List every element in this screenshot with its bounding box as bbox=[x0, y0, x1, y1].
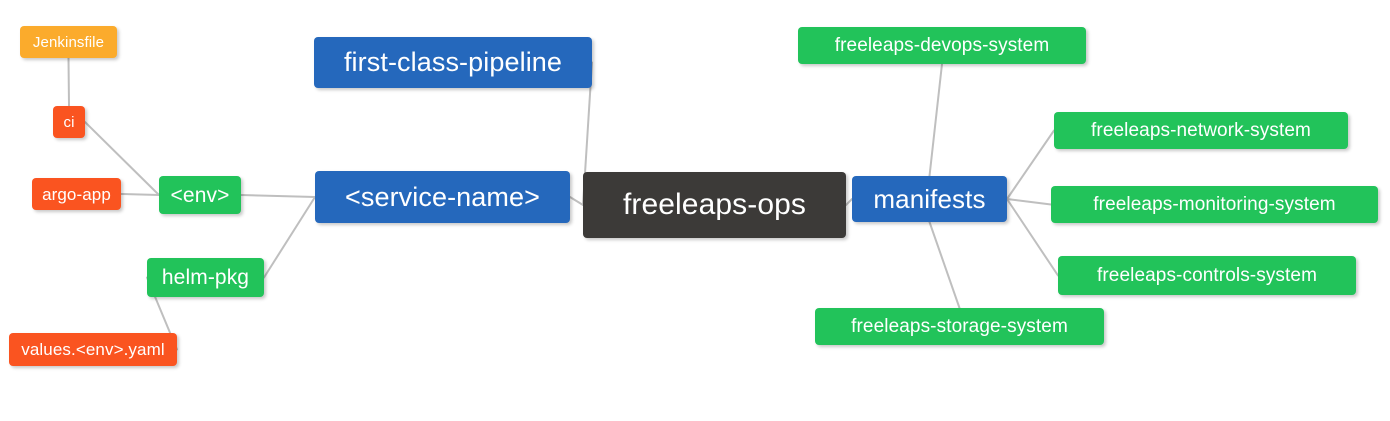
mindmap-edge-env-to-argoapp bbox=[120, 193, 160, 196]
mindmap-node-storage[interactable]: freeleaps-storage-system bbox=[815, 308, 1104, 345]
mindmap-edge-root-to-service bbox=[569, 196, 584, 206]
mindmap-edge-ci-to-jenkinsfile bbox=[67, 57, 70, 107]
mindmap-node-root[interactable]: freeleaps-ops bbox=[583, 172, 846, 238]
mindmap-node-pipeline[interactable]: first-class-pipeline bbox=[314, 37, 592, 88]
mindmap-edge-service-to-helm bbox=[263, 196, 316, 279]
mindmap-node-network[interactable]: freeleaps-network-system bbox=[1054, 112, 1348, 149]
mindmap-node-monitoring[interactable]: freeleaps-monitoring-system bbox=[1051, 186, 1378, 223]
mindmap-node-service[interactable]: <service-name> bbox=[315, 171, 570, 223]
mindmap-node-devops[interactable]: freeleaps-devops-system bbox=[798, 27, 1086, 64]
mindmap-edge-manifests-to-devops bbox=[928, 63, 943, 177]
mindmap-node-ci[interactable]: ci bbox=[53, 106, 85, 138]
mindmap-edge-manifests-to-storage bbox=[928, 221, 961, 309]
mindmap-edge-manifests-to-network bbox=[1006, 129, 1055, 200]
mindmap-node-helm[interactable]: helm-pkg bbox=[147, 258, 264, 297]
mindmap-node-jenkinsfile[interactable]: Jenkinsfile bbox=[20, 26, 117, 58]
mindmap-node-argoapp[interactable]: argo-app bbox=[32, 178, 121, 210]
mindmap-node-env[interactable]: <env> bbox=[159, 176, 241, 214]
mindmap-edge-service-to-env bbox=[240, 194, 316, 198]
mindmap-node-values[interactable]: values.<env>.yaml bbox=[9, 333, 177, 366]
mindmap-node-manifests[interactable]: manifests bbox=[852, 176, 1007, 222]
mindmap-node-controls[interactable]: freeleaps-controls-system bbox=[1058, 256, 1356, 295]
mindmap-edge-manifests-to-monitoring bbox=[1006, 198, 1052, 206]
